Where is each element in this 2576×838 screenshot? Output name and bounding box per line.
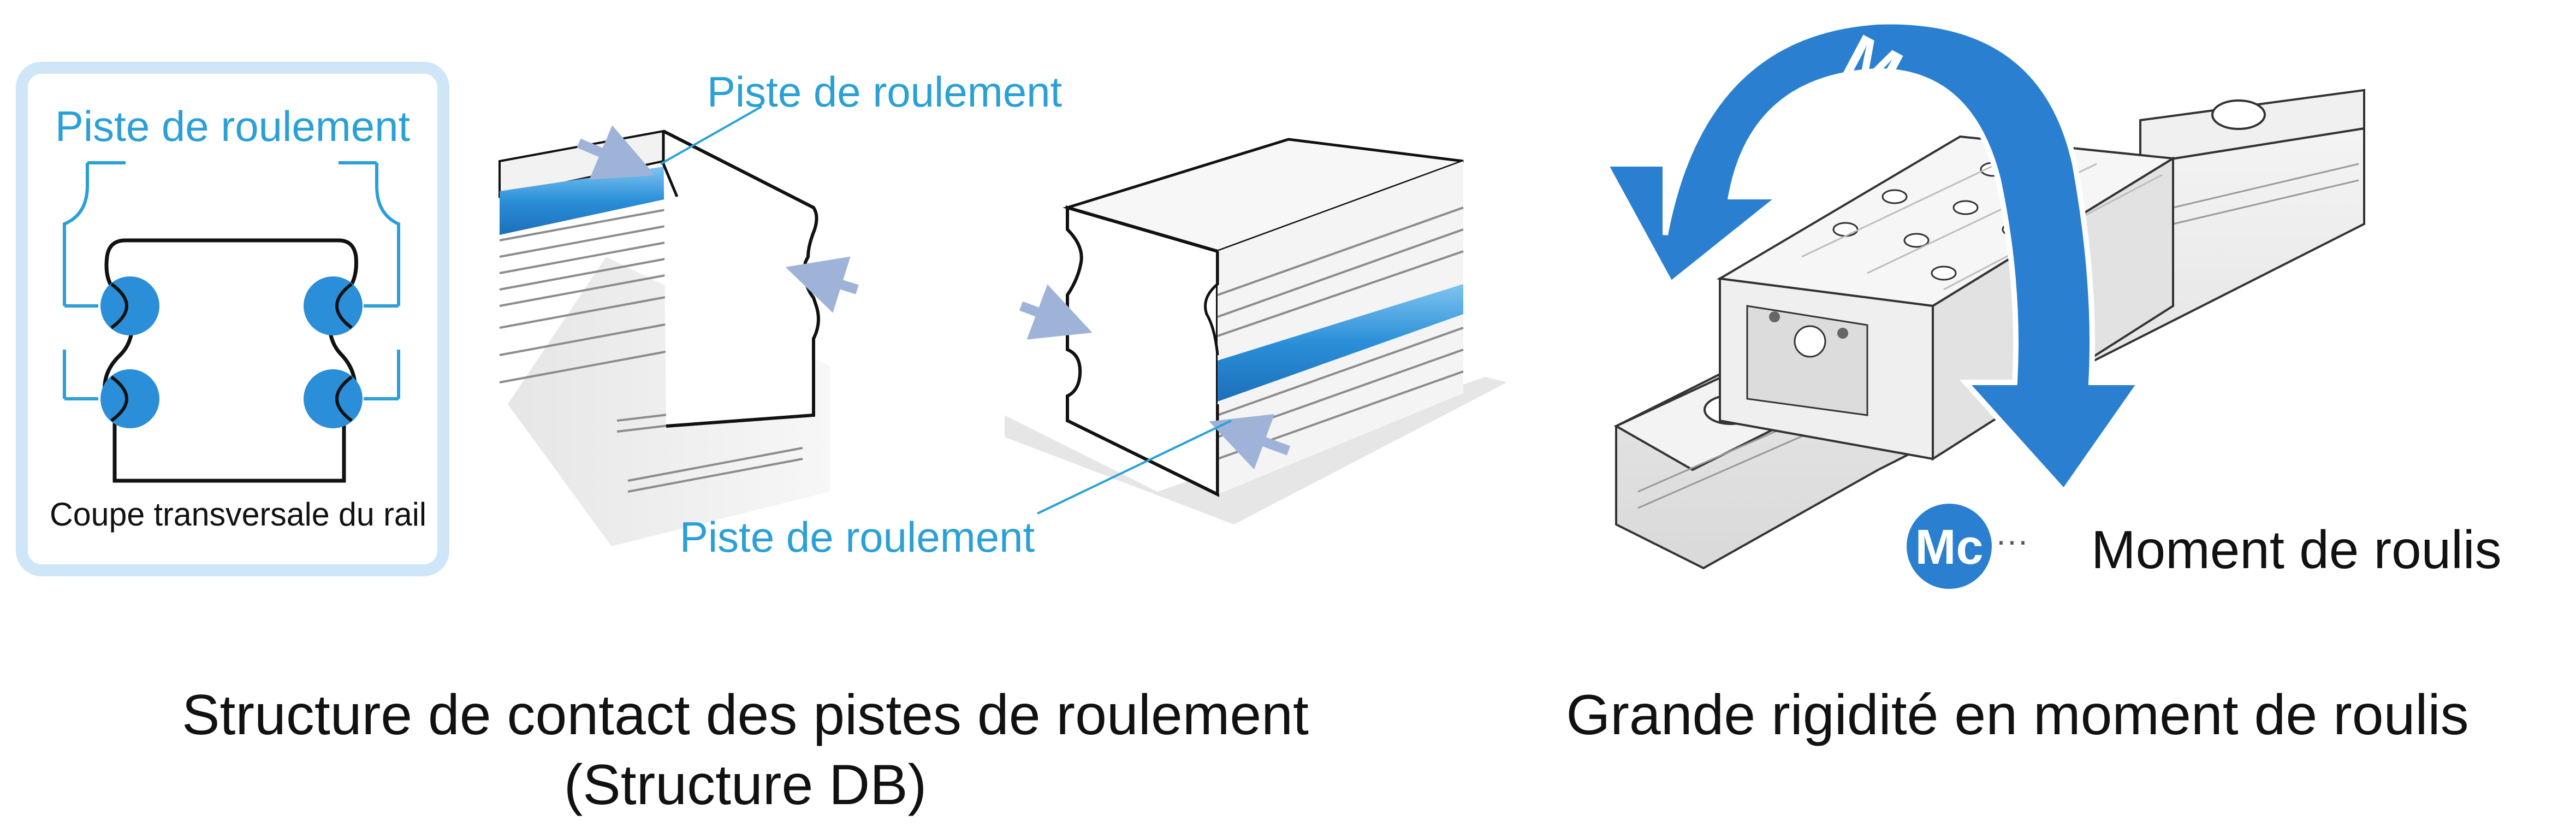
rolling-ball-icon bbox=[304, 276, 363, 335]
left-caption-line1: Structure de contact des pistes de roule… bbox=[182, 683, 1309, 747]
arrow-pointer-icon bbox=[785, 256, 859, 313]
left-caption-line2: (Structure DB) bbox=[563, 753, 927, 817]
label-leader-lines bbox=[63, 161, 400, 400]
cross-section-bottom-label: Coupe transversale du rail bbox=[50, 496, 426, 533]
left-caption: Structure de contact des pistes de roule… bbox=[33, 680, 1458, 820]
rail-left-label: Piste de roulement bbox=[707, 68, 1063, 116]
rail-right-label: Piste de roulement bbox=[680, 513, 1035, 561]
moment-legend: Mc ··· Moment de roulis bbox=[1907, 504, 2502, 589]
right-caption: Grande rigidité en moment de roulis bbox=[1485, 680, 2550, 750]
rail-view-left: Piste de roulement bbox=[498, 68, 1063, 546]
legend-moment-label: Moment de roulis bbox=[2091, 520, 2502, 580]
arrow-pointer-icon bbox=[1209, 414, 1291, 470]
arrow-pointer-icon bbox=[577, 125, 655, 180]
rolling-ball-icon bbox=[304, 369, 363, 428]
right-caption-line: Grande rigidité en moment de roulis bbox=[1566, 683, 2469, 747]
legend-dots: ··· bbox=[1996, 522, 2028, 559]
legend-mc-badge: Mc bbox=[1915, 520, 1983, 575]
cross-section-panel: Piste de roulement Coupe transversale du… bbox=[16, 62, 449, 576]
rolling-ball-icon bbox=[100, 369, 159, 428]
linear-guide-illustration: Mc bbox=[1600, 19, 2365, 570]
mc-badge-icon bbox=[1907, 504, 1992, 589]
cross-section-top-label: Piste de roulement bbox=[55, 102, 411, 150]
rail-profile bbox=[103, 238, 358, 483]
rolling-ball-icon bbox=[100, 276, 159, 335]
arrow-pointer-icon bbox=[1019, 284, 1093, 340]
rolling-moment-arrow-icon bbox=[1600, 19, 2146, 497]
rail-view-right: Piste de roulement bbox=[680, 138, 1507, 561]
